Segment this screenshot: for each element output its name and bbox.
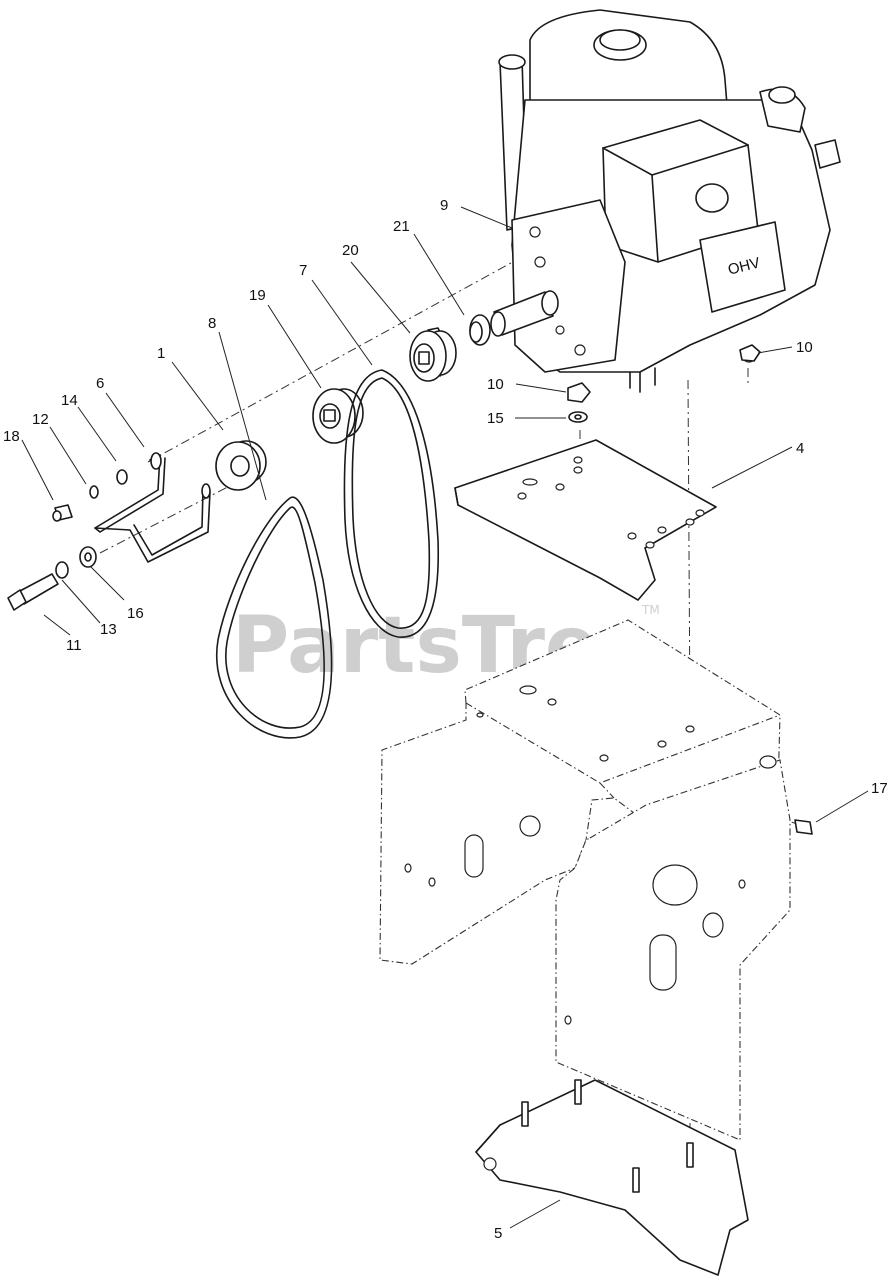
collar-part-21: [469, 314, 491, 346]
callout-15: 15: [487, 410, 504, 427]
callout-16: 16: [127, 605, 144, 622]
callout-7: 7: [299, 262, 307, 279]
callout-1: 1: [157, 345, 165, 362]
callout-10-upper: 10: [487, 376, 504, 393]
callout-18: 18: [3, 428, 20, 445]
callout-19: 19: [249, 287, 266, 304]
leader-lines: [21, 206, 869, 1229]
callout-4: 4: [796, 440, 804, 457]
callout-14: 14: [61, 392, 78, 409]
nut-washer-10-15: [567, 344, 761, 423]
belt-part-7: [343, 369, 440, 638]
watermark-trademark: TM: [641, 603, 660, 617]
hardware-lower: [7, 546, 97, 611]
mounting-plate-part-4: [454, 439, 717, 601]
callout-5: 5: [494, 1225, 502, 1242]
callout-9: 9: [440, 197, 448, 214]
lower-bracket-part-5: [475, 1079, 749, 1276]
callout-6: 6: [96, 375, 104, 392]
idler-bracket-part-6: [94, 452, 211, 563]
bolt-part-17: [794, 819, 813, 835]
callout-11: 11: [66, 637, 82, 654]
callout-21: 21: [393, 218, 410, 235]
callout-8: 8: [208, 315, 216, 332]
callout-17: 17: [871, 780, 888, 797]
callouts: 1 8 19 7 20 21 9 6 14 12 18 11 13 16 10 …: [3, 197, 888, 1242]
frame-housing: [379, 619, 791, 1141]
callout-12: 12: [32, 411, 49, 428]
idler-pulley-part-1: [215, 440, 267, 491]
engine-pulley-part-20: [409, 327, 457, 382]
belt-part-8: [215, 496, 333, 739]
callout-13: 13: [100, 621, 117, 638]
engine: OHV: [490, 9, 841, 393]
callout-10-right: 10: [796, 339, 813, 356]
hardware-upper: [52, 469, 128, 522]
callout-20: 20: [342, 242, 359, 259]
